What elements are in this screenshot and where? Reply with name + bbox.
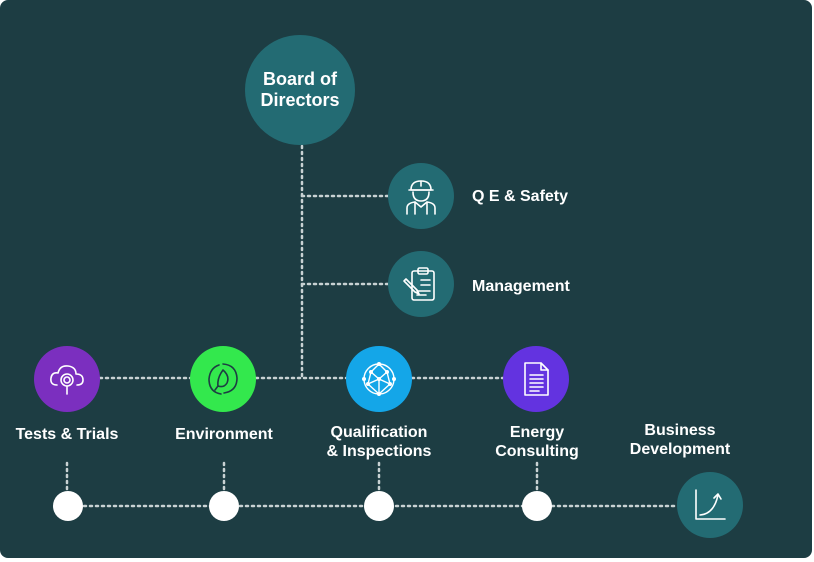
management-label: Management xyxy=(472,278,570,295)
qualification-label-line1: Qualification xyxy=(330,424,428,441)
board-label-line1: Board of xyxy=(263,69,337,89)
qe-safety-node xyxy=(388,163,454,229)
network-globe-icon xyxy=(362,362,396,396)
energy-label-line1: Energy xyxy=(509,424,565,441)
clipboard-icon xyxy=(403,267,435,301)
business-label-line1: Business xyxy=(644,422,716,439)
cloud-search-icon xyxy=(50,365,84,395)
energy-label-line2: Consulting xyxy=(495,443,579,460)
timeline-dot xyxy=(364,491,394,521)
qualification-label-line2: & Inspections xyxy=(326,443,432,460)
energy-consulting-node xyxy=(503,346,569,412)
business-label-line2: Development xyxy=(629,441,731,458)
qe-safety-label: Q E & Safety xyxy=(472,188,569,205)
leaf-recycle-icon xyxy=(208,363,238,395)
qualification-inspections-node xyxy=(346,346,412,412)
timeline-dot xyxy=(522,491,552,521)
qualification-inspections-label: Qualification & Inspections xyxy=(312,423,446,461)
document-icon xyxy=(524,362,549,396)
management-node xyxy=(388,251,454,317)
board-of-directors-node: Board of Directors xyxy=(245,35,355,145)
environment-node xyxy=(190,346,256,412)
worker-icon xyxy=(406,180,436,215)
timeline-dot xyxy=(53,491,83,521)
tests-trials-node xyxy=(34,346,100,412)
board-label-line2: Directors xyxy=(260,90,340,110)
business-development-node xyxy=(677,472,743,538)
growth-chart-icon xyxy=(695,489,726,520)
energy-consulting-label: Energy Consulting xyxy=(472,423,602,461)
environment-label: Environment xyxy=(175,426,273,443)
timeline-dot xyxy=(209,491,239,521)
business-development-label: Business Development xyxy=(612,421,748,459)
tests-trials-label: Tests & Trials xyxy=(15,426,119,443)
